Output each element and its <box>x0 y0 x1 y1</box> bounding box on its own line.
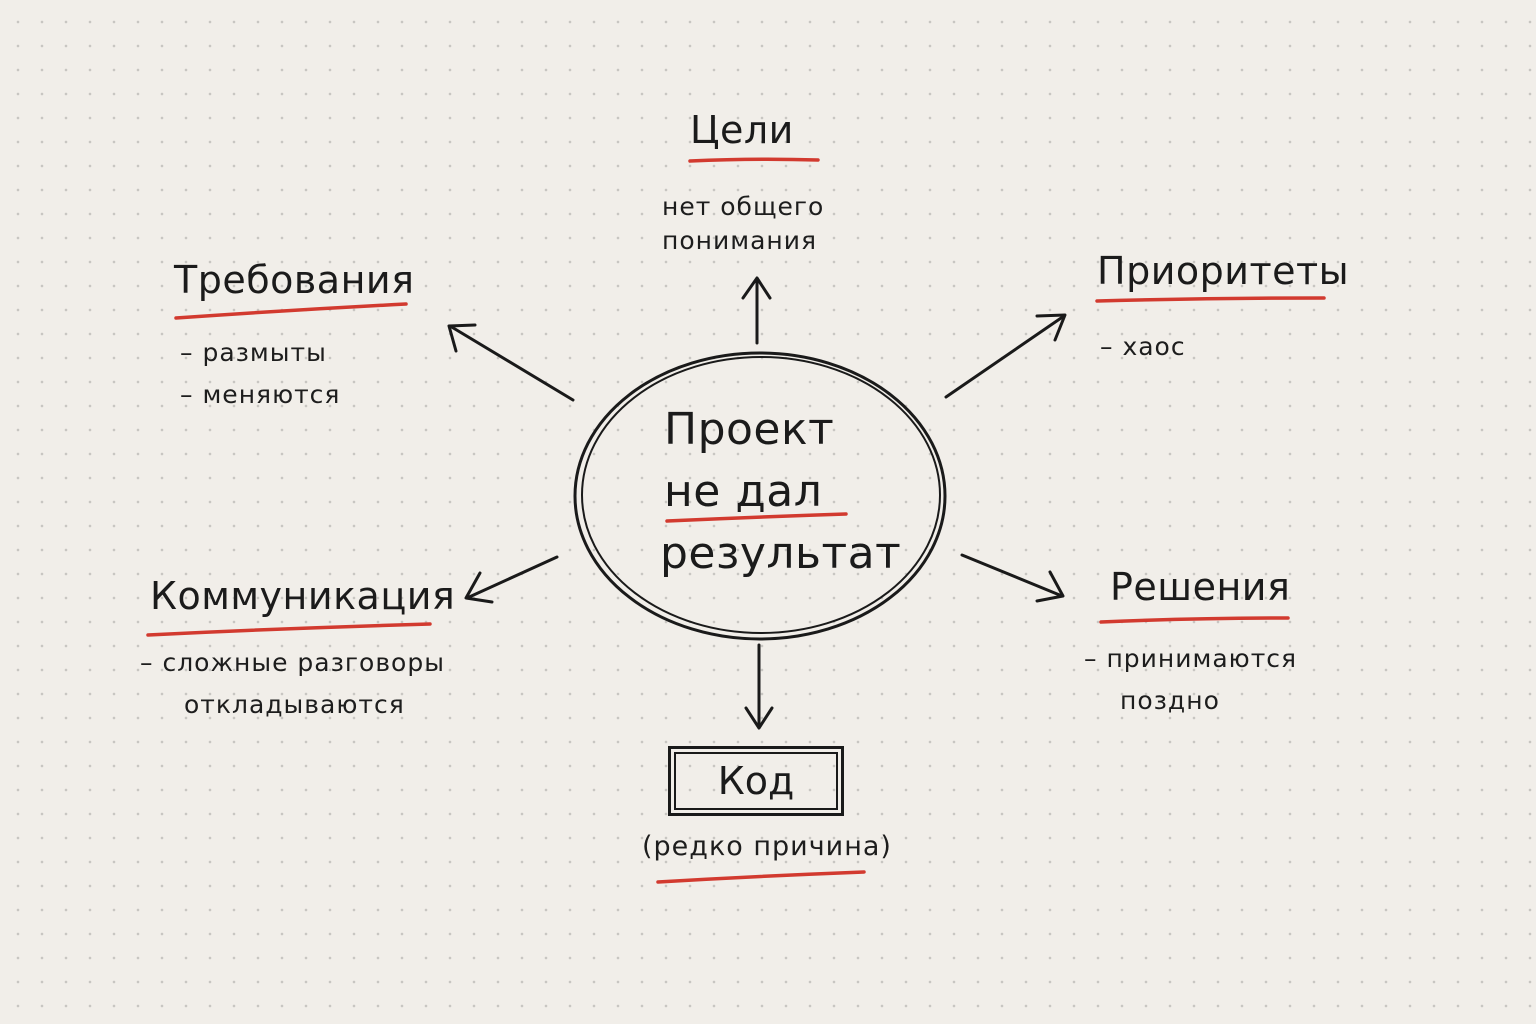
code-box: Код <box>668 746 844 816</box>
node-title-requirements: Требования <box>174 258 415 302</box>
center-line-2: не дал <box>664 466 823 517</box>
center-line-1: Проект <box>664 404 835 455</box>
arrow-to-communication <box>464 555 559 604</box>
node-title-decisions: Решения <box>1110 565 1291 609</box>
node-note-communication-2: откладываются <box>184 690 405 719</box>
underline-center <box>665 512 848 523</box>
node-note-requirements-2: – меняются <box>180 380 341 409</box>
underline-goals <box>688 157 820 163</box>
underline-decisions <box>1099 616 1290 624</box>
underline-requirements <box>174 302 408 320</box>
node-note-decisions-1: – принимаются <box>1084 644 1298 673</box>
arrow-to-requirements <box>447 323 575 402</box>
arrow-to-goals <box>741 276 772 345</box>
node-note-decisions-2: поздно <box>1120 686 1220 715</box>
center-line-3: результат <box>660 528 902 579</box>
node-note-goals-2: понимания <box>662 226 818 255</box>
node-title-code: Код <box>717 759 795 803</box>
underline-priorities <box>1095 296 1326 303</box>
node-note-code: (редко причина) <box>642 831 892 862</box>
underline-communication <box>146 622 432 637</box>
arrow-to-decisions <box>960 553 1065 603</box>
node-title-priorities: Приоритеты <box>1097 249 1350 293</box>
node-note-priorities-1: – хаос <box>1100 332 1186 361</box>
node-title-communication: Коммуникация <box>150 574 456 618</box>
node-note-communication-1: – сложные разговоры <box>140 648 445 677</box>
node-note-requirements-1: – размыты <box>180 338 327 367</box>
center-ellipse <box>573 351 947 641</box>
node-title-goals: Цели <box>690 108 794 152</box>
arrow-to-priorities <box>944 313 1067 399</box>
center-ellipse-inner <box>581 356 941 634</box>
node-note-goals-1: нет общего <box>662 192 825 221</box>
arrow-to-code <box>744 643 774 730</box>
underline-code-note <box>656 870 866 884</box>
